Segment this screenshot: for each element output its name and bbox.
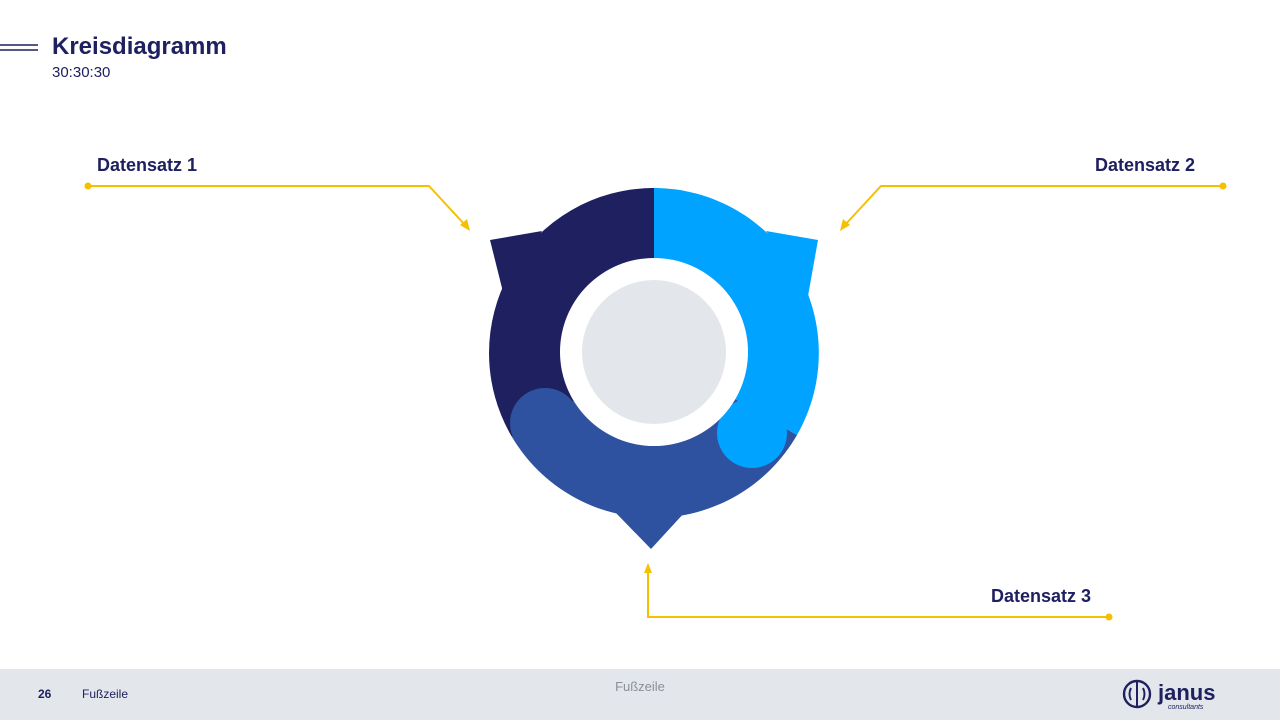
page-subtitle: 30:30:30 xyxy=(52,64,111,81)
page-number: 26 xyxy=(38,687,52,701)
connector-datensatz-3 xyxy=(644,563,1113,621)
footer-center-text: Fußzeile xyxy=(615,679,665,694)
center-circle xyxy=(582,280,726,424)
footer-left-text: Fußzeile xyxy=(82,687,129,701)
title-accent-lines xyxy=(0,44,38,51)
label-datensatz-1: Datensatz 1 xyxy=(97,155,198,175)
janus-logo: janus consultants xyxy=(1122,679,1215,711)
label-datensatz-2: Datensatz 2 xyxy=(1095,155,1196,175)
svg-text:consultants: consultants xyxy=(1168,704,1204,711)
svg-text:janus: janus xyxy=(1157,680,1215,705)
label-datensatz-3: Datensatz 3 xyxy=(991,586,1092,606)
connector-datensatz-2 xyxy=(840,182,1227,231)
connector-datensatz-1 xyxy=(84,182,470,231)
page-title: Kreisdiagramm xyxy=(52,33,227,60)
footer-bar: 26 Fußzeile Fußzeile janus consultants xyxy=(0,669,1280,720)
